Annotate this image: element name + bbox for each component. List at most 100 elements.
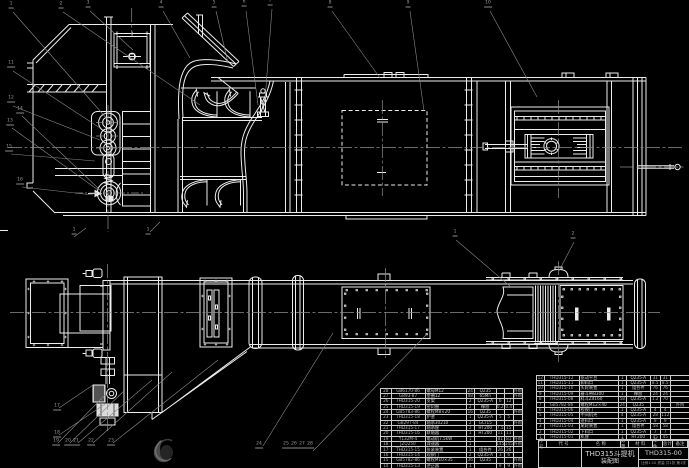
bom-cell	[496, 420, 505, 427]
bom-cell: 1	[466, 447, 475, 453]
bom-cell: 58	[651, 424, 661, 430]
bom-cell: 组合件	[626, 386, 651, 392]
boot-side-plate	[123, 276, 163, 413]
bom-cell: GB5783-86	[391, 409, 426, 416]
bom-cell: 24	[381, 409, 392, 416]
bom-cell: 7	[660, 429, 671, 435]
bom-cell: GCr15	[475, 420, 497, 427]
curved-plate	[496, 286, 534, 339]
part-balloon: 18	[53, 430, 61, 437]
takeup-screw	[100, 357, 115, 384]
bom-cell: THD315-04	[544, 418, 580, 425]
bom-cell: 外购	[671, 403, 689, 408]
bom-cell: 15	[381, 458, 392, 464]
part-balloon: 16	[16, 177, 24, 184]
bom-cell: Y132M-4	[391, 436, 426, 443]
bom-cell	[660, 402, 671, 408]
bom-cell: 1	[619, 380, 627, 387]
bom-cell: 螺母M12	[425, 388, 467, 394]
bom-cell: HT200	[475, 426, 497, 432]
bom-cell: 9	[537, 391, 545, 398]
takeup-rod	[637, 163, 681, 171]
bom-cell: 2	[466, 426, 475, 432]
bom-cell: 22	[381, 420, 392, 427]
casing-flange-1	[294, 77, 303, 213]
takeup-gear	[92, 384, 119, 426]
bom-cell: 1	[619, 386, 627, 392]
bom-cell: 112	[660, 413, 671, 419]
bom-cell	[513, 426, 523, 432]
bom-header-cell: 备注	[673, 440, 688, 447]
bom-cell: 81	[496, 436, 505, 443]
bom-cell: 26	[496, 447, 505, 453]
bom-cell: 逆止器	[425, 463, 467, 468]
bom-cell: 3	[496, 452, 505, 459]
bom-cell: 5	[505, 415, 514, 421]
bom-cell: 1	[619, 391, 627, 398]
bom-cell: 31	[651, 375, 661, 381]
bom-cell: 螺栓M8×20	[425, 409, 467, 416]
bom-cell: 23	[381, 415, 392, 421]
bom-cell	[513, 431, 523, 437]
part-balloon: 1	[452, 229, 458, 236]
mid-inspection-box	[341, 273, 431, 355]
bom-cell: 外购	[513, 420, 523, 427]
bellows	[534, 283, 557, 344]
bom-cell: 12	[505, 399, 514, 405]
bom-header-cell: 序号	[539, 439, 547, 450]
bom-cell: 减速器	[425, 442, 467, 448]
bom-cell	[513, 447, 523, 453]
bom-cell	[671, 413, 689, 419]
bom-cell: 24	[619, 402, 627, 408]
bom-header-cell: 代 号	[547, 440, 582, 447]
bom-cell	[505, 420, 514, 427]
tail-pulley	[88, 180, 122, 206]
part-balloon: 27	[298, 441, 306, 448]
centerlines	[8, 8, 684, 431]
part-balloon: 13	[6, 118, 14, 125]
bom-cell: THD315-02	[544, 429, 580, 435]
drawing-title: THD315斗提机 装配图	[581, 447, 638, 467]
bom-cell: 14	[381, 463, 392, 468]
leader-lines	[10, 8, 575, 452]
bom-cell	[505, 388, 514, 394]
part-balloon: 3	[85, 0, 91, 7]
bom-cell: GB93-87	[391, 393, 426, 400]
bom-cell: 外购	[513, 442, 523, 448]
bom-cell: 16	[466, 409, 475, 416]
bom-cell: THD315-18	[391, 415, 426, 421]
bom-cell: 1	[466, 415, 475, 421]
part-balloon: 17	[53, 403, 61, 410]
drive-plan	[486, 266, 624, 355]
bom-cell: THD315-11	[544, 380, 580, 387]
bom-cell	[671, 376, 689, 381]
bom-cell: 护罩	[425, 415, 467, 421]
part-balloon: 1	[71, 227, 77, 234]
drive-platform	[510, 106, 610, 186]
bom-cell: 0.4	[505, 404, 514, 410]
bom-cell: 外购	[513, 388, 523, 394]
bom-cell: THD315-03	[544, 424, 580, 430]
bottom-casing-lines	[68, 280, 633, 349]
bom-cell: 28	[381, 388, 392, 394]
drive-shaft	[482, 140, 527, 153]
bom-cell: 6	[537, 407, 545, 414]
bom-cell: 76	[660, 386, 671, 392]
casing-flange-2	[464, 77, 478, 213]
bom-cell: 2	[466, 404, 475, 410]
bom-cell: Q235-A	[475, 415, 497, 421]
bom-cell	[496, 409, 505, 416]
roof-opening-dashed	[341, 110, 428, 186]
belt-clamps	[82, 268, 103, 358]
bom-cell	[671, 419, 689, 425]
bom-cell: Q235-A	[626, 429, 651, 435]
title-block: 序号代 号名 称数量材 料单件总计备注 THD315斗提机 装配图 THD315…	[538, 439, 689, 468]
bom-cell	[496, 458, 505, 464]
drawing-number-box: THD315-00 比例1:10 质量 共1张 第1张	[638, 447, 688, 467]
bom-cell: GB297-84	[391, 420, 426, 427]
bom-cell: 2	[466, 399, 475, 405]
bom-cell: 27	[381, 393, 392, 400]
product-title: THD315斗提机	[585, 449, 635, 458]
head-wheel-arcs	[177, 59, 237, 120]
bom-cell	[513, 399, 523, 405]
